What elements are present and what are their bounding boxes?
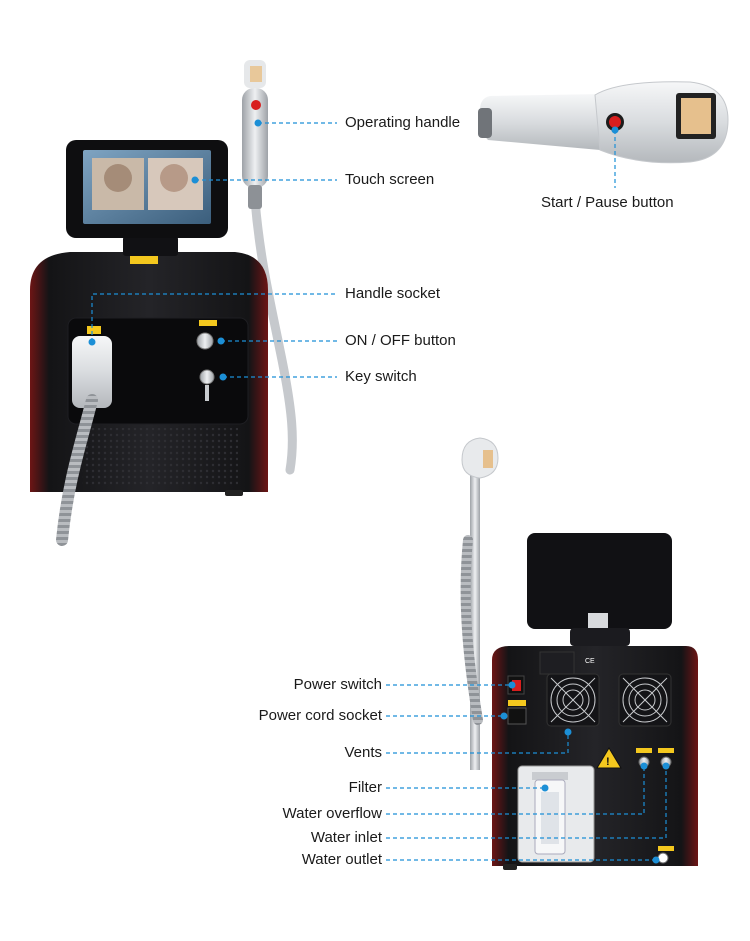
key-graphic (205, 385, 209, 401)
dot-power-cord-socket (500, 712, 508, 720)
warning-triangle-icon (596, 747, 622, 769)
closeup-start-button (609, 116, 621, 128)
power-socket-label (508, 700, 526, 706)
dot-vents (564, 728, 572, 736)
fan-right-ring-3 (634, 689, 656, 711)
fan-left (546, 673, 600, 727)
warning-exclamation: ! (606, 756, 610, 768)
label-handle-socket: Handle socket (345, 285, 441, 302)
label-key-switch: Key switch (345, 368, 417, 385)
dot-water-overflow (640, 762, 648, 770)
screen-stand (123, 236, 178, 256)
label-vents: Vents (344, 744, 382, 761)
leader-water-overflow (386, 766, 645, 815)
handle-neck (248, 185, 262, 209)
label-power-cord-socket: Power cord socket (258, 707, 382, 724)
power-cord-socket-graphic (507, 707, 527, 725)
back-screen-stand (570, 628, 630, 646)
label-filter: Filter (348, 779, 382, 796)
ce-mark: CE (585, 658, 595, 665)
screen-face-left (104, 164, 132, 192)
front-leader-lines (91, 122, 337, 378)
front-device (30, 60, 297, 546)
back-foot (503, 864, 517, 870)
dot-touch-screen (191, 176, 199, 184)
outlet-label (658, 846, 674, 851)
front-operating-handle (242, 88, 268, 188)
label-water-outlet: Water outlet (301, 851, 382, 868)
label-power-switch: Power switch (293, 676, 382, 693)
inlet-label (658, 748, 674, 753)
warning-label (130, 256, 158, 264)
front-handle-cable (250, 195, 297, 475)
leader-water-inlet (386, 766, 667, 839)
socket-label (87, 326, 101, 334)
key-switch-graphic (199, 369, 215, 385)
fan-right-bar-2 (622, 677, 668, 723)
back-leader-lines (386, 684, 667, 861)
power-switch-graphic (512, 680, 521, 691)
back-handle-cable (460, 535, 483, 725)
handle-head-window (250, 66, 262, 82)
handle-red-button (251, 100, 261, 110)
label-on-off-button: ON / OFF button (345, 332, 456, 349)
back-device: CE ! (460, 437, 698, 870)
back-leader-dots (500, 681, 670, 864)
back-handle-pole (470, 470, 480, 770)
dot-start-pause (611, 126, 619, 134)
water-outlet-port (657, 852, 669, 864)
front-leader-dots (88, 119, 262, 381)
closeup-window-crystal (681, 98, 711, 134)
leader-vents (386, 732, 569, 754)
back-screen (527, 533, 672, 629)
fan-right (618, 673, 672, 727)
handle-closeup-leader (611, 126, 619, 188)
dot-handle-socket (88, 338, 96, 346)
label-water-inlet: Water inlet (310, 829, 382, 846)
screen-face-right (160, 164, 188, 192)
fan-right-ring-2 (628, 683, 662, 717)
dot-on-off (217, 337, 225, 345)
closeup-handle-grip (479, 94, 610, 150)
front-foot (225, 490, 243, 496)
filter-cap (532, 772, 568, 780)
label-operating-handle: Operating handle (345, 114, 461, 131)
label-water-overflow: Water overflow (282, 805, 382, 822)
overflow-label (636, 748, 652, 753)
handle-closeup (478, 81, 729, 164)
fan-right-ring-1 (622, 677, 668, 723)
dot-operating-handle (254, 119, 262, 127)
label-start-pause-button: Start / Pause button (541, 194, 674, 211)
dot-water-inlet (662, 762, 670, 770)
fan-left-ring-3 (562, 689, 584, 711)
on-off-label (199, 320, 217, 326)
socket-cable (56, 394, 98, 546)
dot-power-switch (508, 681, 516, 689)
on-off-button-graphic (196, 332, 214, 350)
back-handle-window (483, 450, 493, 468)
dot-filter (541, 784, 549, 792)
dot-water-outlet (652, 856, 660, 864)
fan-left-bar-2 (550, 677, 596, 723)
back-top-plate (539, 651, 575, 675)
front-vents (82, 428, 238, 486)
handle-socket-holder (72, 336, 112, 408)
label-touch-screen: Touch screen (345, 171, 435, 188)
dot-key-switch (219, 373, 227, 381)
closeup-handle-end (478, 108, 492, 138)
leader-handle-socket (91, 293, 337, 342)
filter-cartridge (541, 792, 559, 844)
fan-left-ring-1 (550, 677, 596, 723)
fan-left-ring-2 (556, 683, 590, 717)
